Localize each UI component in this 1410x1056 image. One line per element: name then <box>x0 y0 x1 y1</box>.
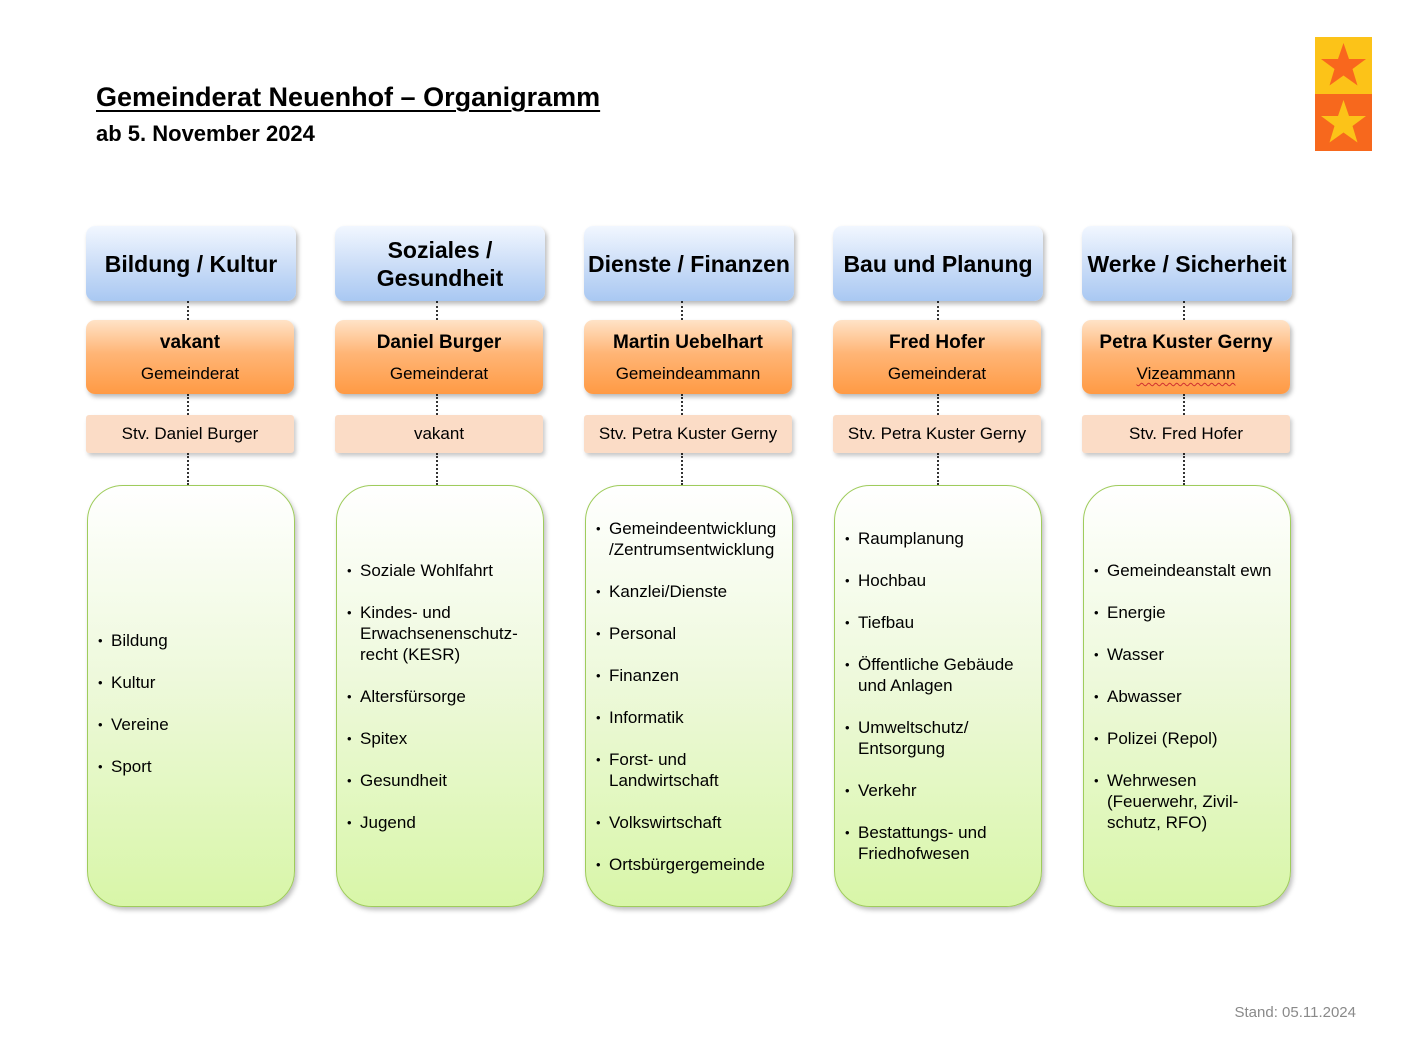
task-item: Forst- und Landwirtschaft <box>596 749 786 791</box>
task-item: Hochbau <box>845 570 1035 591</box>
task-item: Polizei (Repol) <box>1094 728 1284 749</box>
task-item: Spitex <box>347 728 537 749</box>
department-title: Soziales / Gesundheit <box>335 226 545 301</box>
task-item: Raumplanung <box>845 528 1035 549</box>
connector-line <box>187 394 189 415</box>
task-item: Bestattungs- und Friedhofwesen <box>845 822 1035 864</box>
task-item: Verkehr <box>845 780 1035 801</box>
tasks-box: Bildung Kultur Vereine Sport <box>87 485 295 907</box>
logo-top-field <box>1315 37 1372 94</box>
connector-line <box>436 453 438 485</box>
task-list: Soziale Wohlfahrt Kindes- und Erwachsene… <box>337 560 543 833</box>
star-icon <box>1321 43 1366 86</box>
task-item: Umweltschutz/ Entsorgung <box>845 717 1035 759</box>
council-member-name: Daniel Burger <box>376 332 502 353</box>
council-member-role: Gemeinderat <box>140 364 240 383</box>
task-item: Gemeindeentwicklung /Zentrumsentwicklung <box>596 518 786 560</box>
task-item: Gemeindeanstalt ewn <box>1094 560 1284 581</box>
task-item: Abwasser <box>1094 686 1284 707</box>
council-member-box: Fred Hofer Gemeinderat <box>833 320 1041 394</box>
star-icon <box>1321 100 1366 143</box>
task-list: Gemeindeanstalt ewn Energie Wasser Abwas… <box>1084 560 1290 833</box>
task-item: Volkswirtschaft <box>596 812 786 833</box>
connector-line <box>1183 394 1185 415</box>
tasks-box: Raumplanung Hochbau Tiefbau Öffentliche … <box>834 485 1042 907</box>
task-item: Ortsbürgergemeinde <box>596 854 786 875</box>
task-item: Gesundheit <box>347 770 537 791</box>
council-member-box: Daniel Burger Gemeinderat <box>335 320 543 394</box>
task-item: Energie <box>1094 602 1284 623</box>
council-member-box: Petra Kuster Gerny Vizeammann <box>1082 320 1290 394</box>
task-item: Sport <box>98 756 288 777</box>
task-item: Tiefbau <box>845 612 1035 633</box>
deputy-box: Stv. Petra Kuster Gerny <box>584 415 792 453</box>
council-member-name: Petra Kuster Gerny <box>1099 332 1273 353</box>
task-list: Bildung Kultur Vereine Sport <box>88 630 294 777</box>
logo-bottom-field <box>1315 94 1372 151</box>
connector-line <box>1183 453 1185 485</box>
connector-line <box>937 394 939 415</box>
council-member-role: Gemeindeammann <box>615 364 761 383</box>
stand-date: Stand: 05.11.2024 <box>1234 1004 1357 1021</box>
deputy-box: Stv. Fred Hofer <box>1082 415 1290 453</box>
department-title: Werke / Sicherheit <box>1082 226 1292 301</box>
connector-line <box>681 301 683 320</box>
task-item: Kindes- und Erwachsenenschutz-recht (KES… <box>347 602 537 665</box>
connector-line <box>436 301 438 320</box>
council-member-box: Martin Uebelhart Gemeindeammann <box>584 320 792 394</box>
task-item: Wasser <box>1094 644 1284 665</box>
connector-line <box>681 394 683 415</box>
connector-line <box>681 453 683 485</box>
connector-line <box>187 301 189 320</box>
council-member-name: Martin Uebelhart <box>613 332 763 353</box>
tasks-box: Gemeindeanstalt ewn Energie Wasser Abwas… <box>1083 485 1291 907</box>
department-column-bau-planung: Bau und Planung Fred Hofer Gemeinderat S… <box>833 0 1045 1056</box>
page-subtitle: ab 5. November 2024 <box>96 121 315 146</box>
tasks-box: Gemeindeentwicklung /Zentrumsentwicklung… <box>585 485 793 907</box>
department-column-bildung-kultur: Bildung / Kultur vakant Gemeinderat Stv.… <box>86 0 298 1056</box>
task-item: Wehrwesen (Feuerwehr, Zivil-schutz, RFO) <box>1094 770 1284 833</box>
department-column-soziales-gesundheit: Soziales / Gesundheit Daniel Burger Geme… <box>335 0 547 1056</box>
tasks-box: Soziale Wohlfahrt Kindes- und Erwachsene… <box>336 485 544 907</box>
task-list: Raumplanung Hochbau Tiefbau Öffentliche … <box>835 528 1041 864</box>
deputy-box: Stv. Daniel Burger <box>86 415 294 453</box>
council-member-role: Gemeinderat <box>887 364 987 383</box>
task-item: Vereine <box>98 714 288 735</box>
task-item: Personal <box>596 623 786 644</box>
council-member-role-text: Vizeammann <box>1136 364 1236 383</box>
department-column-dienste-finanzen: Dienste / Finanzen Martin Uebelhart Geme… <box>584 0 796 1056</box>
council-member-name: vakant <box>159 332 221 353</box>
department-column-werke-sicherheit: Werke / Sicherheit Petra Kuster Gerny Vi… <box>1082 0 1294 1056</box>
task-list: Gemeindeentwicklung /Zentrumsentwicklung… <box>586 518 792 875</box>
deputy-box: vakant <box>335 415 543 453</box>
department-title: Bau und Planung <box>833 226 1043 301</box>
task-item: Informatik <box>596 707 786 728</box>
task-item: Jugend <box>347 812 537 833</box>
connector-line <box>187 453 189 485</box>
connector-line <box>436 394 438 415</box>
task-item: Soziale Wohlfahrt <box>347 560 537 581</box>
council-member-role: Gemeinderat <box>389 364 489 383</box>
task-item: Kultur <box>98 672 288 693</box>
deputy-box: Stv. Petra Kuster Gerny <box>833 415 1041 453</box>
coat-of-arms-logo <box>1315 37 1372 151</box>
council-member-role: Vizeammann <box>1082 364 1290 384</box>
connector-line <box>937 453 939 485</box>
task-item: Kanzlei/Dienste <box>596 581 786 602</box>
task-item: Öffentliche Gebäude und Anlagen <box>845 654 1035 696</box>
department-title: Dienste / Finanzen <box>584 226 794 301</box>
council-member-box: vakant Gemeinderat <box>86 320 294 394</box>
department-title: Bildung / Kultur <box>86 226 296 301</box>
connector-line <box>1183 301 1185 320</box>
task-item: Finanzen <box>596 665 786 686</box>
task-item: Altersfürsorge <box>347 686 537 707</box>
task-item: Bildung <box>98 630 288 651</box>
connector-line <box>937 301 939 320</box>
council-member-name: Fred Hofer <box>888 332 986 353</box>
page-title: Gemeinderat Neuenhof – Organigramm <box>96 82 601 112</box>
